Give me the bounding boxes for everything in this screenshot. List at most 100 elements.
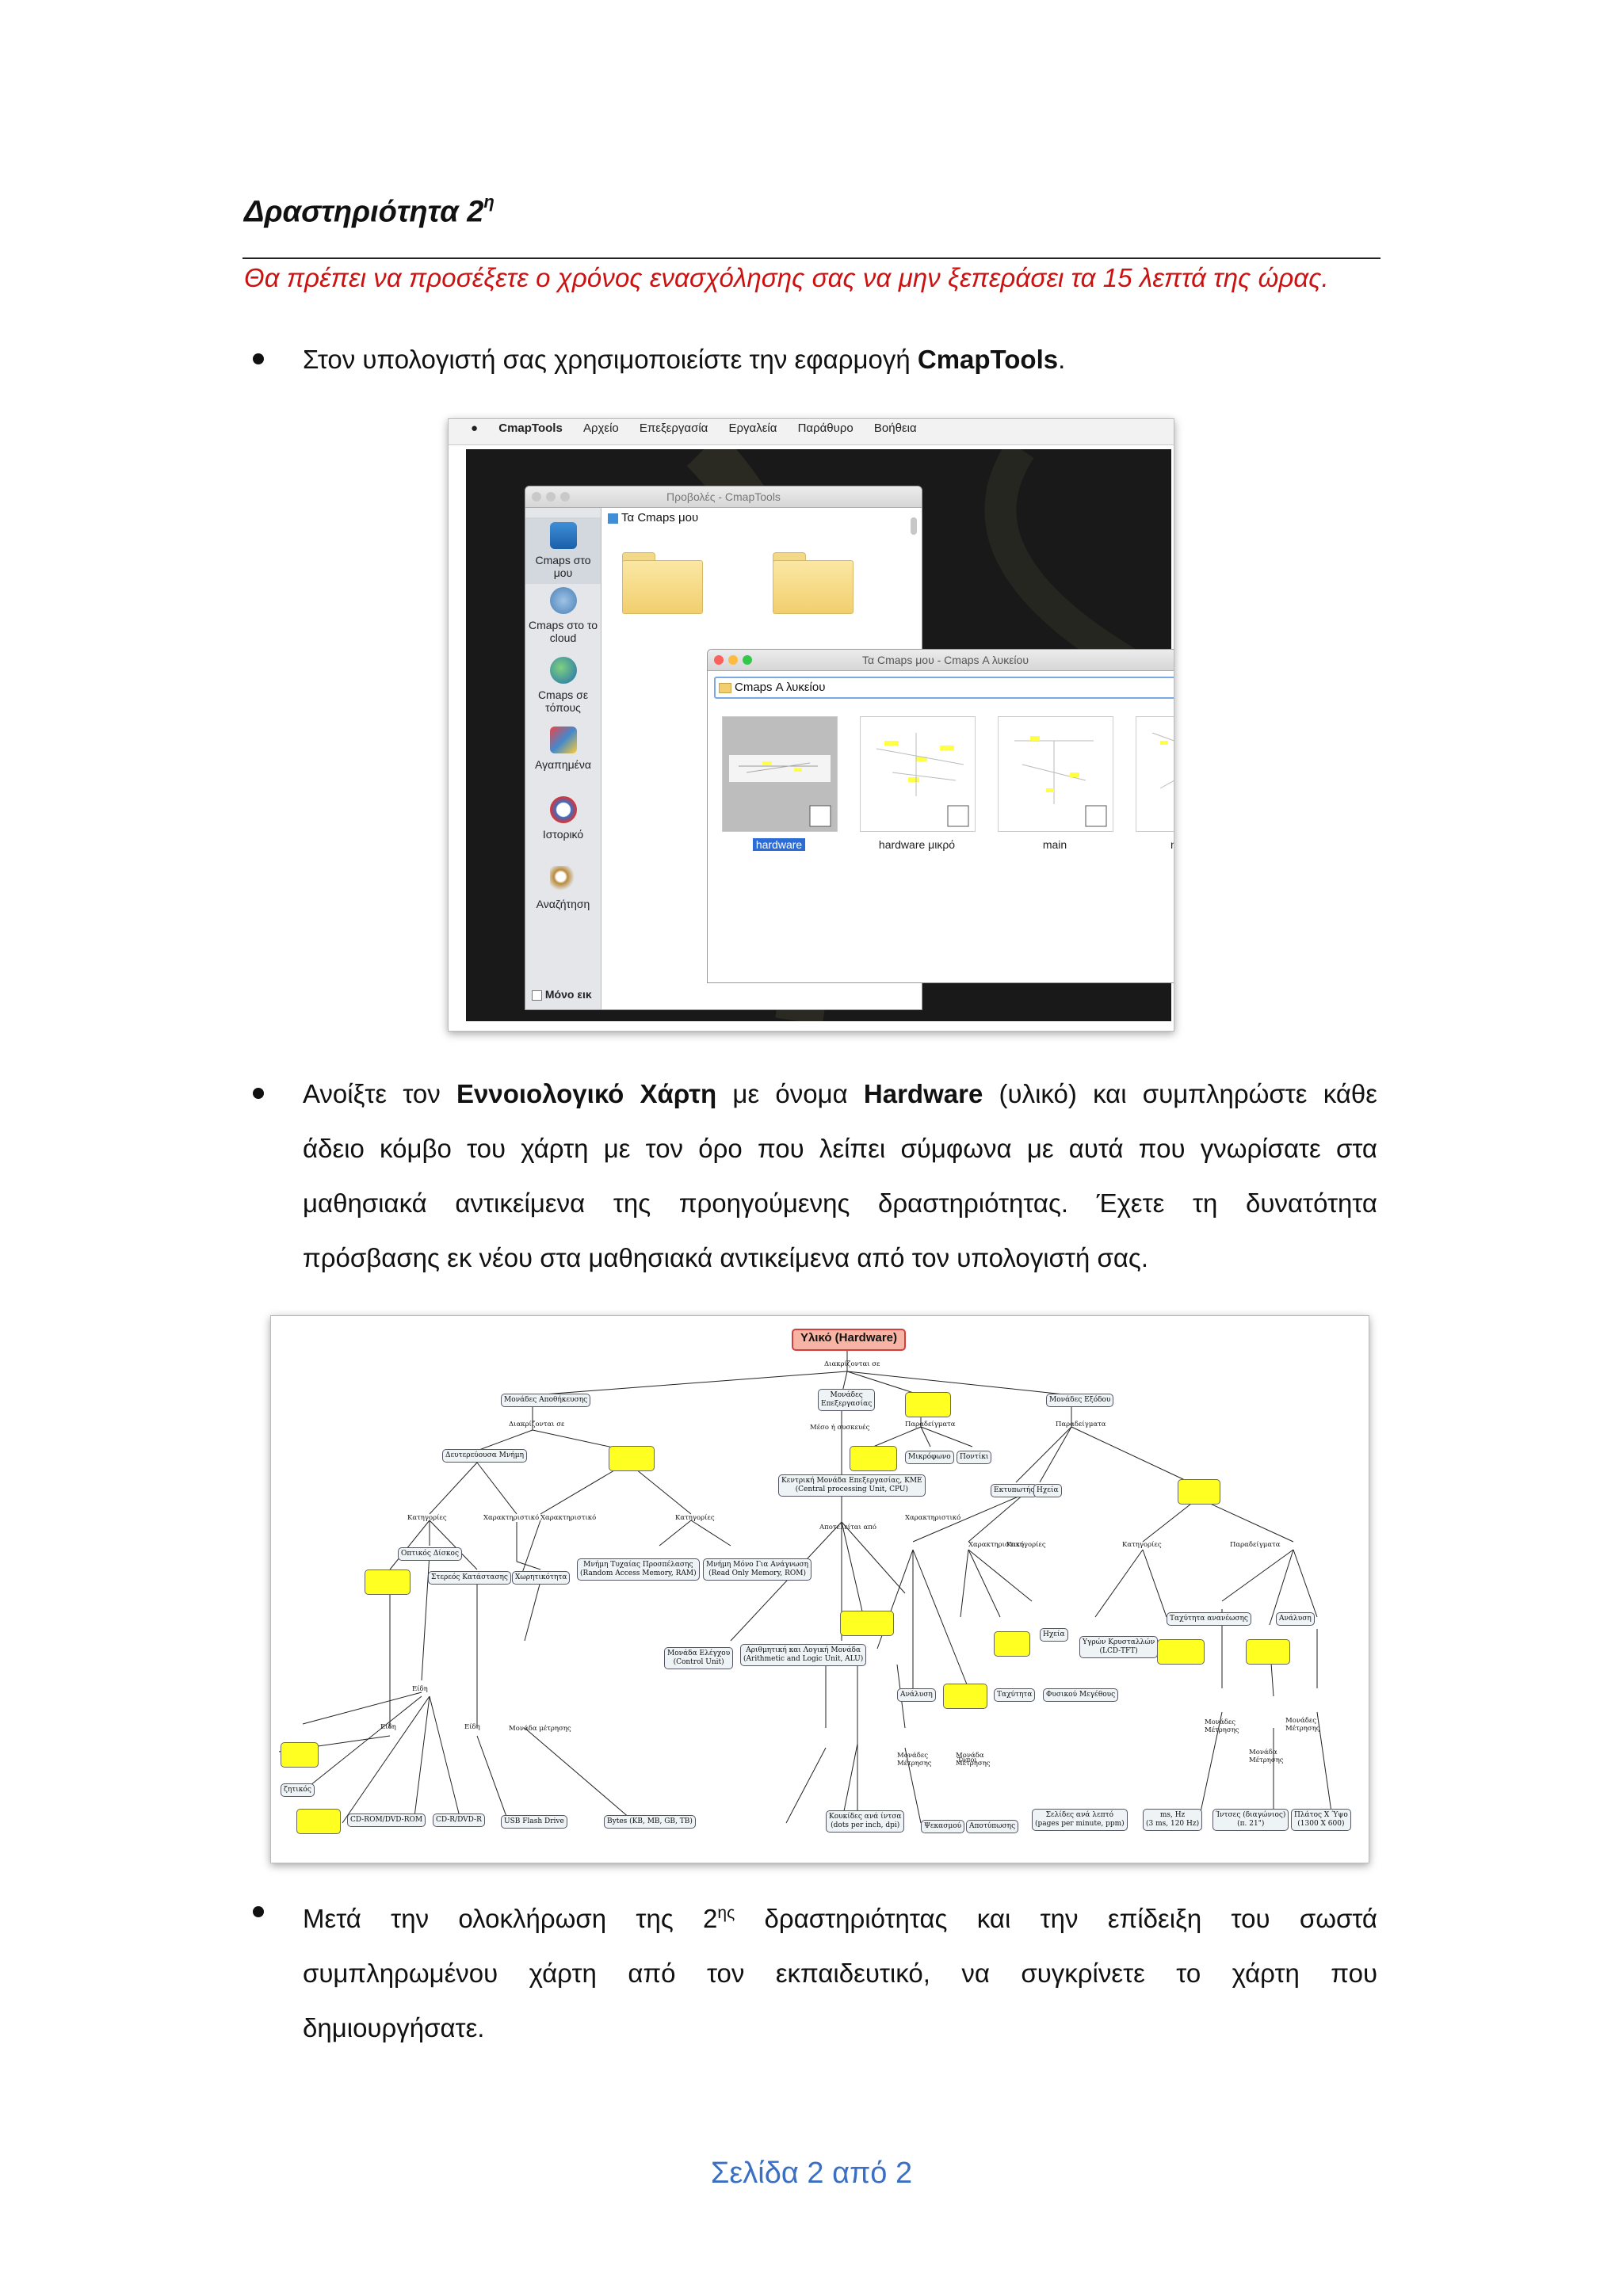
node-microphone[interactable]: Μικρόφωνο [905,1451,954,1464]
bullet-3-post: δραστηριότητας και την επίδειξη του σωστ… [735,1904,1377,1933]
folder-window-title: Τα Cmaps μου - Cmaps Α λυκείου [862,654,1029,666]
node-cpu[interactable]: Κεντρική Μονάδα Επεξεργασίας, ΚΜΕ (Centr… [778,1474,926,1497]
menu-help[interactable]: Βοήθεια [874,421,917,435]
folder-small-icon [719,683,731,693]
root-node-hardware[interactable]: Υλικό (Hardware) [792,1329,906,1351]
link-label-categories-4: Κατηγορίες [1122,1541,1162,1549]
minimize-icon[interactable] [546,492,556,502]
blank-node[interactable] [943,1684,987,1709]
node-alu[interactable]: Αριθμητική και Λογική Μονάδα (Arithmetic… [740,1644,866,1666]
folder-window: Τα Cmaps μου - Cmaps Α λυκείου Cmaps Α λ… [707,649,1174,983]
link-label-consists: Αποτελείται από [819,1524,876,1531]
node-bytes[interactable]: Bytes (KB, MB, GB, TB) [604,1815,696,1829]
sidebar-label-search: Αναζήτηση [537,898,590,910]
folder-window-titlebar: Τα Cmaps μου - Cmaps Α λυκείου [708,650,1174,671]
bullet-2-dot [253,1088,264,1099]
sidebar-item-favorites[interactable]: Αγαπημένα [525,727,601,771]
blank-node[interactable] [840,1611,894,1636]
bullet-2-mid: με όνομα [716,1079,864,1108]
blank-node[interactable] [1178,1479,1220,1505]
blank-node[interactable] [850,1446,897,1471]
node-dpi[interactable]: Κουκίδες ανά ίντσα (dots per inch, dpi) [826,1810,904,1833]
only-icons-checkbox[interactable]: Μόνο εικ [525,988,607,1001]
node-impact[interactable]: Αποτύπωσης [966,1820,1018,1833]
node-capacity[interactable]: Χωρητικότητα [512,1571,570,1585]
file-thumb-hardware[interactable] [722,716,838,832]
node-ppm[interactable]: Σελίδες ανά λεπτό (pages per minute, ppm… [1032,1809,1128,1831]
folder-icon[interactable] [773,552,852,612]
menu-edit[interactable]: Επεξεργασία [640,421,708,435]
activity-heading-text: Δραστηριότητα 2 [244,196,483,229]
sidebar-item-my-cmaps[interactable]: Cmaps στο μου [525,517,601,584]
file-thumb-hardware-small[interactable] [860,716,976,832]
sidebar-item-search[interactable]: Αναζήτηση [525,866,601,910]
node-speakers-2[interactable]: Ηχεία [1040,1628,1068,1642]
node-pixels[interactable]: Πλάτος Χ Ύψο (1300 Χ 600) [1291,1809,1351,1831]
node-lcd[interactable]: Υγρών Κρυσταλλών (LCD-TFT) [1079,1636,1158,1658]
menu-tools[interactable]: Εργαλεία [729,421,777,435]
file-label-networks[interactable]: networks [1129,838,1174,851]
node-refresh-rate[interactable]: Ταχύτητα ανανέωσης [1167,1612,1251,1626]
sidebar-item-history[interactable]: Ιστορικό [525,796,601,841]
node-usb[interactable]: USB Flash Drive [501,1815,567,1829]
blank-node[interactable] [609,1446,655,1471]
node-resolution[interactable]: Ανάλυση [1276,1612,1315,1626]
node-physical-size[interactable]: Φυσικού Μεγέθους [1043,1688,1118,1702]
blank-node[interactable] [296,1809,341,1834]
node-ram[interactable]: Μνήμη Τυχαίας Προσπέλασης (Random Access… [577,1558,700,1581]
node-speakers[interactable]: Ηχεία [1033,1484,1062,1497]
folder-icon[interactable] [622,552,701,612]
node-secondary-memory[interactable]: Δευτερεύουσα Μνήμη [442,1449,527,1463]
blank-node[interactable] [1157,1639,1205,1665]
sidebar-item-places[interactable]: Cmaps σε τόπους [525,657,601,714]
zoom-icon[interactable] [560,492,570,502]
minimize-icon[interactable] [728,655,738,665]
bullet-1-post: . [1058,345,1065,374]
node-inkjet[interactable]: Ψεκασμού [921,1820,964,1833]
only-icons-label: Μόνο εικ [545,988,592,1001]
link-label-examples: Παραδείγματα [905,1421,956,1428]
node-inches[interactable]: Ίντσες (διαγώνιος) (π. 21") [1212,1809,1289,1831]
file-label-hardware-small[interactable]: hardware μικρό [854,838,980,851]
folder-path-bar[interactable]: Cmaps Α λυκείου [714,677,1174,699]
node-optical-disc[interactable]: Οπτικός Δίσκος [398,1547,462,1561]
checkbox-icon[interactable] [532,990,542,1001]
node-partial-label[interactable]: ζητικός [281,1783,315,1797]
close-icon[interactable] [714,655,724,665]
scrollbar-thumb[interactable] [911,517,917,535]
node-control-unit[interactable]: Μονάδα Ελέγχου (Control Unit) [664,1647,733,1669]
blank-node[interactable] [905,1392,951,1417]
blank-node[interactable] [1246,1639,1290,1665]
node-printer[interactable]: Εκτυπωτής [991,1484,1037,1497]
node-resolution-2[interactable]: Ανάλυση [897,1688,936,1702]
views-window-title: Προβολές - CmapTools [666,490,781,503]
activity-heading: Δραστηριότητα 2η [244,195,495,230]
file-label-main[interactable]: main [991,838,1118,851]
node-solid-state[interactable]: Στερεός Κατάστασης [428,1571,511,1585]
file-label-hardware[interactable]: hardware [716,838,842,851]
globe-icon [550,657,577,684]
cmap-preview-icon [999,717,1113,831]
blank-node[interactable] [281,1742,319,1768]
menu-file[interactable]: Αρχείο [583,421,619,435]
menu-app[interactable]: CmapTools [498,421,563,435]
node-mouse[interactable]: Ποντίκι [957,1451,991,1464]
node-processing-units[interactable]: Μονάδες Επεξεργασίας [818,1389,875,1411]
node-speed[interactable]: Ταχύτητα [994,1688,1035,1702]
blank-node[interactable] [365,1569,411,1595]
bullet-1-dot [253,353,264,364]
node-storage-units[interactable]: Μονάδες Αποθήκευσης [501,1394,590,1407]
node-cdrom[interactable]: CD-ROM/DVD-ROM [347,1814,426,1827]
file-thumb-networks[interactable] [1136,716,1174,832]
bullet-2-line-3: μαθησιακά αντικείμενα της προηγούμενης δ… [303,1176,1377,1230]
zoom-icon[interactable] [743,655,752,665]
sidebar-item-cloud[interactable]: Cmaps στο το cloud [525,587,601,644]
blank-node[interactable] [994,1631,1030,1657]
file-thumb-main[interactable] [998,716,1113,832]
menu-window[interactable]: Παράθυρο [798,421,854,435]
node-rom[interactable]: Μνήμη Μόνο Για Ανάγνωση (Read Only Memor… [703,1558,812,1581]
node-ms-hz[interactable]: ms, Hz (3 ms, 120 Hz) [1143,1809,1202,1831]
node-output-units[interactable]: Μονάδες Εξόδου [1046,1394,1113,1407]
node-cdr[interactable]: CD-R/DVD-R [433,1814,485,1827]
close-icon[interactable] [532,492,541,502]
